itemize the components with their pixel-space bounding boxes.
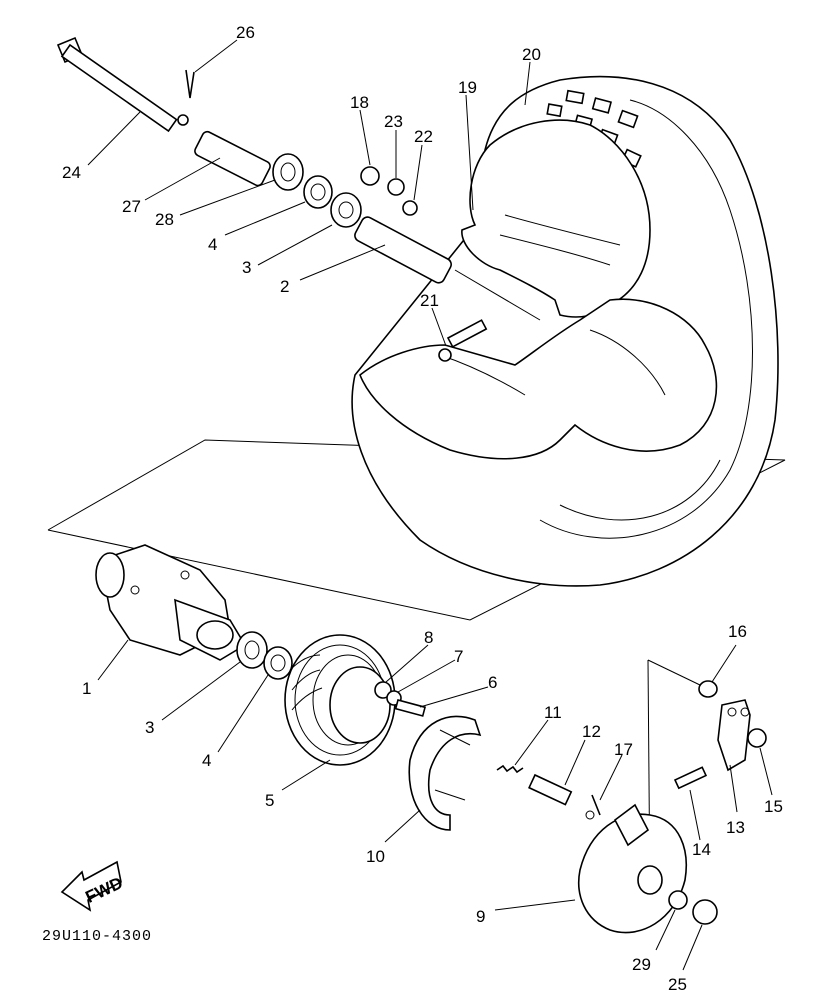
callout-3-lower: 3 — [145, 718, 154, 737]
nut-18 — [360, 166, 380, 186]
washer-8 — [374, 681, 392, 699]
callout-22: 22 — [414, 127, 433, 146]
callout-26: 26 — [236, 23, 255, 42]
callout-12: 12 — [582, 722, 601, 741]
washer-29 — [668, 890, 688, 910]
bolt-14 — [673, 766, 708, 790]
axle-bolt — [56, 36, 189, 133]
callout-3-upper: 3 — [242, 258, 251, 277]
oil-seal-lower — [263, 646, 293, 680]
washer-22 — [402, 200, 418, 216]
callout-16: 16 — [728, 622, 747, 641]
callout-7: 7 — [454, 647, 463, 666]
callout-11: 11 — [544, 703, 562, 722]
washer-23 — [387, 178, 405, 196]
callout-27: 27 — [122, 197, 141, 216]
axle-spacer — [354, 216, 541, 321]
callout-13: 13 — [726, 818, 745, 837]
callout-8: 8 — [424, 628, 433, 647]
brake-plate — [578, 803, 687, 934]
callout-9: 9 — [476, 907, 485, 926]
callout-21: 21 — [420, 291, 439, 310]
callout-23: 23 — [384, 112, 403, 131]
nut-15 — [747, 728, 767, 748]
callout-19: 19 — [458, 78, 477, 97]
spacer-collar — [194, 130, 271, 187]
callout-29: 29 — [632, 955, 651, 974]
clip-17 — [585, 794, 601, 820]
bearing-lower — [236, 631, 268, 669]
callout-20: 20 — [522, 45, 541, 64]
bolt-6 — [394, 699, 427, 717]
spring-11 — [496, 764, 524, 774]
callout-labels: 26 20 19 18 23 22 24 27 28 4 3 2 21 16 8… — [62, 23, 783, 994]
bearing-upper — [303, 175, 333, 209]
hub — [95, 544, 247, 661]
brake-shoe — [408, 715, 482, 831]
brake-lever — [717, 699, 751, 772]
callout-10: 10 — [366, 847, 385, 866]
callout-25: 25 — [668, 975, 687, 994]
cotter-pin — [185, 69, 195, 99]
callout-18: 18 — [350, 93, 369, 112]
washer-16 — [698, 680, 718, 698]
brake-drum — [284, 634, 396, 766]
nut-25 — [692, 899, 718, 925]
callout-15: 15 — [764, 797, 783, 816]
bearing-upper-2 — [330, 192, 362, 228]
callout-17: 17 — [614, 740, 633, 759]
diagram-code: 29U110-4300 — [42, 928, 152, 945]
callout-4-upper: 4 — [208, 235, 217, 254]
brake-cam — [528, 773, 573, 806]
callout-5: 5 — [265, 791, 274, 810]
callout-14: 14 — [692, 840, 711, 859]
oil-seal — [272, 153, 304, 191]
callout-24: 24 — [62, 163, 81, 182]
callout-1: 1 — [82, 679, 91, 698]
rim-inner-half — [359, 298, 718, 460]
valve-stem — [438, 319, 488, 362]
callout-4-lower: 4 — [202, 751, 211, 770]
leader-lines — [87, 39, 773, 971]
callout-6: 6 — [488, 673, 497, 692]
callout-28: 28 — [155, 210, 174, 229]
fwd-arrow-icon: FWD — [60, 860, 126, 912]
callout-2: 2 — [280, 277, 289, 296]
